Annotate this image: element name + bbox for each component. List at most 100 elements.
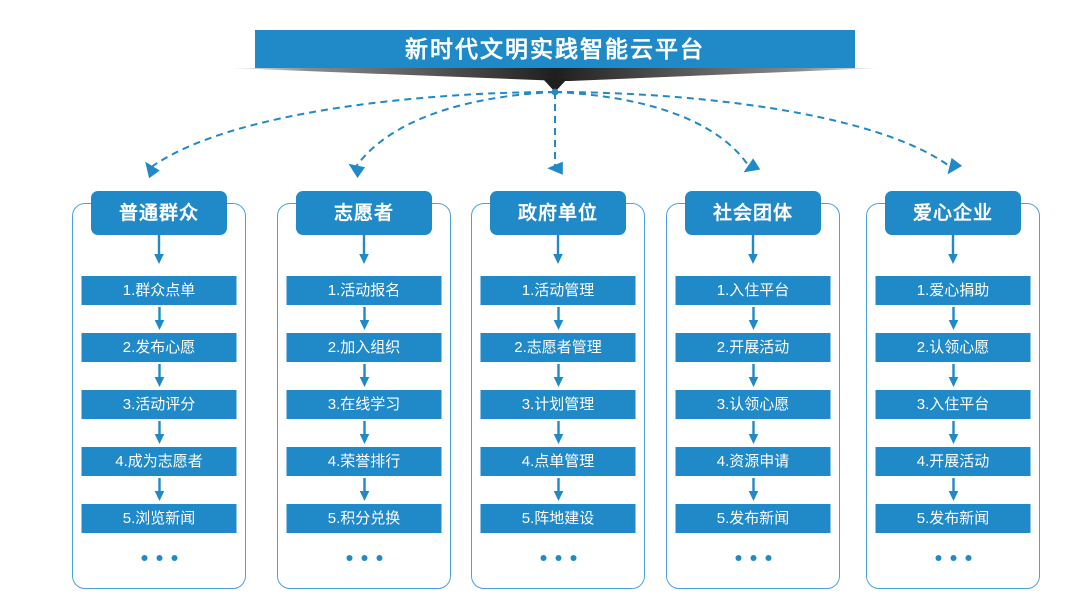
- item-arrow: [876, 362, 1031, 390]
- item-box[interactable]: 3.活动评分: [81, 390, 237, 419]
- ellipsis-dot: [950, 555, 956, 561]
- item-label: 2.发布心愿: [122, 339, 196, 356]
- item-label: 1.群众点单: [122, 282, 196, 299]
- header-to-item-arrow: [746, 235, 760, 265]
- header-to-item-arrow: [551, 235, 565, 265]
- item-box[interactable]: 5.发布新闻: [675, 504, 831, 533]
- column-volunteer: 志愿者 1.活动报名 2.加入组织 3.在线学习 4.荣誉排行 5.积分兑换: [277, 191, 451, 589]
- item-label: 2.加入组织: [327, 339, 401, 356]
- item-box[interactable]: 2.加入组织: [286, 333, 442, 362]
- item-arrow: [481, 362, 636, 390]
- ellipsis-indicator: [876, 555, 1031, 561]
- item-label: 4.荣誉排行: [327, 453, 401, 470]
- column-caring-enterprise: 爱心企业 1.爱心捐助 2.认领心愿 3.入住平台 4.开展活动 5.发布新闻: [866, 191, 1040, 589]
- column-items: 1.入住平台 2.开展活动 3.认领心愿 4.资源申请 5.发布新闻: [675, 276, 831, 561]
- column-title: 志愿者: [333, 202, 394, 224]
- item-label: 2.志愿者管理: [514, 339, 602, 356]
- item-box[interactable]: 1.入住平台: [675, 276, 831, 305]
- ellipsis-dot: [346, 555, 352, 561]
- item-box[interactable]: 2.开展活动: [675, 333, 831, 362]
- item-label: 4.成为志愿者: [115, 453, 203, 470]
- header-to-item-arrow: [152, 235, 166, 265]
- item-label: 1.爱心捐助: [916, 282, 990, 299]
- item-arrow: [82, 362, 237, 390]
- item-box[interactable]: 5.发布新闻: [875, 504, 1031, 533]
- item-label: 3.认领心愿: [716, 396, 790, 413]
- item-label: 4.开展活动: [916, 453, 990, 470]
- item-arrow: [876, 419, 1031, 447]
- item-box[interactable]: 1.爱心捐助: [875, 276, 1031, 305]
- item-box[interactable]: 1.群众点单: [81, 276, 237, 305]
- item-label: 1.入住平台: [716, 282, 790, 299]
- ellipsis-dot: [171, 555, 177, 561]
- item-box[interactable]: 4.成为志愿者: [81, 447, 237, 476]
- item-label: 3.在线学习: [327, 396, 401, 413]
- ellipsis-dot: [361, 555, 367, 561]
- item-label: 4.资源申请: [716, 453, 790, 470]
- item-arrow: [82, 305, 237, 333]
- item-label: 5.积分兑换: [327, 510, 401, 527]
- item-arrow: [481, 476, 636, 504]
- item-arrow: [876, 305, 1031, 333]
- item-label: 3.入住平台: [916, 396, 990, 413]
- item-label: 3.计划管理: [521, 396, 595, 413]
- header-to-item-arrow: [946, 235, 960, 265]
- item-box[interactable]: 4.资源申请: [675, 447, 831, 476]
- column-header-ordinary-public[interactable]: 普通群众: [91, 191, 227, 235]
- item-box[interactable]: 3.认领心愿: [675, 390, 831, 419]
- ellipsis-indicator: [287, 555, 442, 561]
- ellipsis-dot: [540, 555, 546, 561]
- item-box[interactable]: 1.活动管理: [480, 276, 636, 305]
- item-arrow: [82, 476, 237, 504]
- item-arrow: [287, 476, 442, 504]
- item-box[interactable]: 4.开展活动: [875, 447, 1031, 476]
- column-title: 普通群众: [118, 202, 199, 224]
- ellipsis-indicator: [481, 555, 636, 561]
- item-box[interactable]: 3.计划管理: [480, 390, 636, 419]
- column-header-caring-enterprise[interactable]: 爱心企业: [885, 191, 1021, 235]
- item-box[interactable]: 4.荣誉排行: [286, 447, 442, 476]
- item-box[interactable]: 2.志愿者管理: [480, 333, 636, 362]
- column-title: 爱心企业: [912, 202, 993, 224]
- item-box[interactable]: 2.发布心愿: [81, 333, 237, 362]
- item-box[interactable]: 5.阵地建设: [480, 504, 636, 533]
- column-social-group: 社会团体 1.入住平台 2.开展活动 3.认领心愿 4.资源申请 5.发布新闻: [666, 191, 840, 589]
- item-box[interactable]: 3.在线学习: [286, 390, 442, 419]
- item-arrow: [676, 362, 831, 390]
- item-arrow: [481, 419, 636, 447]
- item-arrow: [287, 305, 442, 333]
- header-to-item-arrow: [357, 235, 371, 265]
- column-ordinary-public: 普通群众 1.群众点单 2.发布心愿 3.活动评分 4.成为志愿者 5.浏览新闻: [72, 191, 246, 589]
- item-arrow: [82, 419, 237, 447]
- ellipsis-indicator: [82, 555, 237, 561]
- column-items: 1.活动管理 2.志愿者管理 3.计划管理 4.点单管理 5.阵地建设: [480, 276, 636, 561]
- item-label: 5.发布新闻: [716, 510, 790, 527]
- item-box[interactable]: 1.活动报名: [286, 276, 442, 305]
- column-title: 政府单位: [517, 202, 598, 224]
- column-header-volunteer[interactable]: 志愿者: [296, 191, 432, 235]
- item-arrow: [676, 476, 831, 504]
- platform-title-banner: 新时代文明实践智能云平台: [255, 30, 855, 68]
- column-header-social-group[interactable]: 社会团体: [685, 191, 821, 235]
- item-label: 2.开展活动: [716, 339, 790, 356]
- ellipsis-dot: [935, 555, 941, 561]
- column-header-government-unit[interactable]: 政府单位: [490, 191, 626, 235]
- item-box[interactable]: 5.浏览新闻: [81, 504, 237, 533]
- item-label: 5.浏览新闻: [122, 510, 196, 527]
- item-label: 5.阵地建设: [521, 510, 595, 527]
- ellipsis-dot: [735, 555, 741, 561]
- item-box[interactable]: 2.认领心愿: [875, 333, 1031, 362]
- column-items: 1.爱心捐助 2.认领心愿 3.入住平台 4.开展活动 5.发布新闻: [875, 276, 1031, 561]
- item-label: 2.认领心愿: [916, 339, 990, 356]
- item-box[interactable]: 3.入住平台: [875, 390, 1031, 419]
- ellipsis-dot: [376, 555, 382, 561]
- item-box[interactable]: 5.积分兑换: [286, 504, 442, 533]
- item-arrow: [676, 305, 831, 333]
- ellipsis-dot: [141, 555, 147, 561]
- column-title: 社会团体: [712, 202, 793, 224]
- column-government-unit: 政府单位 1.活动管理 2.志愿者管理 3.计划管理 4.点单管理 5.阵地建设: [471, 191, 645, 589]
- item-box[interactable]: 4.点单管理: [480, 447, 636, 476]
- item-label: 1.活动管理: [521, 282, 595, 299]
- ellipsis-dot: [555, 555, 561, 561]
